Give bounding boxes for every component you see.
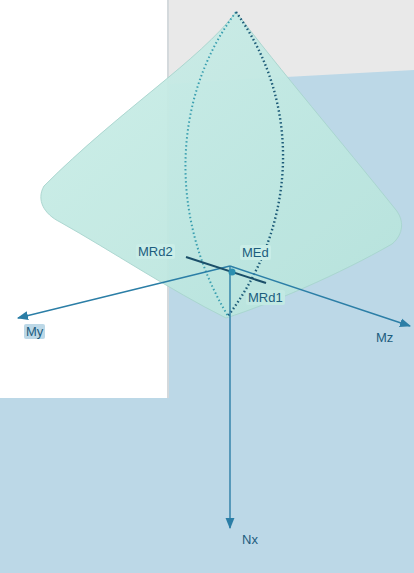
axis-label: My [24, 324, 45, 339]
nx-axis [229, 266, 230, 528]
moment-line [186, 257, 266, 283]
design-point [229, 269, 236, 276]
dotted-curve [228, 12, 283, 316]
design-moment-label: MEd [240, 245, 271, 260]
failure-surface [41, 12, 402, 318]
axis-label: Nx [240, 532, 260, 547]
my-axis [18, 266, 230, 318]
mz-axis [230, 266, 410, 326]
resistance-label: MRd2 [136, 244, 175, 259]
resistance-label: MRd1 [246, 290, 285, 305]
axis-label: Mz [374, 330, 395, 345]
